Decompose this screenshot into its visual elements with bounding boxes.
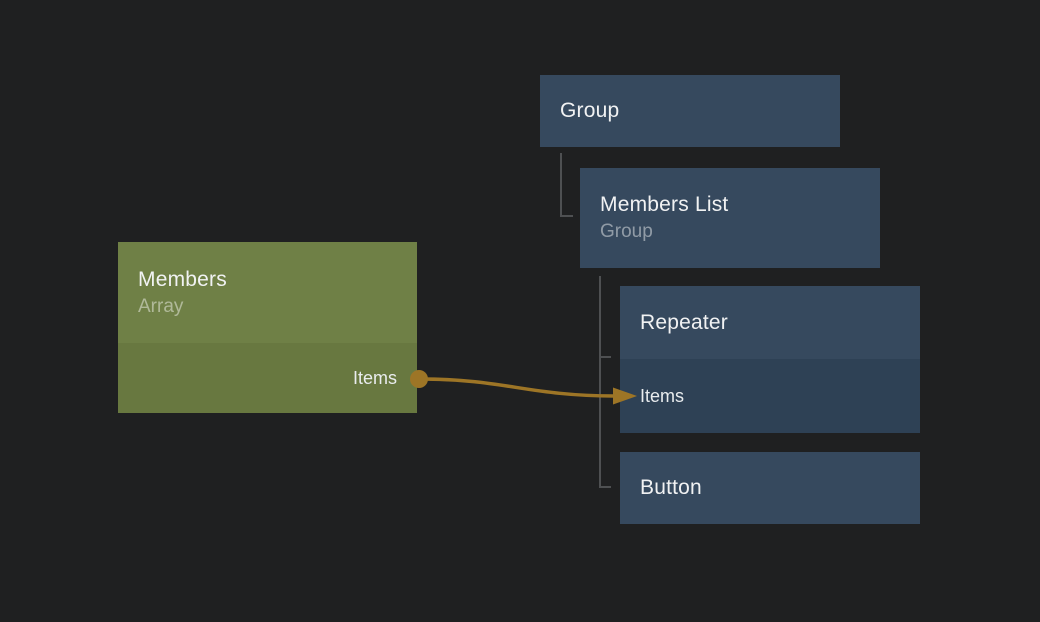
connection-wire[interactable] — [420, 377, 615, 398]
node-members[interactable]: Members Array Items — [118, 242, 417, 413]
node-button-title: Button — [640, 476, 702, 499]
node-members-title: Members — [138, 267, 227, 291]
repeater-items-input-port[interactable]: Items — [620, 359, 920, 433]
node-group-title: Group — [560, 99, 620, 122]
node-repeater[interactable]: Repeater Items — [620, 286, 920, 433]
node-members-list[interactable]: Members List Group — [580, 168, 880, 268]
node-members-header: Members Array — [118, 242, 417, 343]
node-members-list-subtitle: Group — [600, 221, 653, 242]
node-button-header: Button — [620, 452, 920, 524]
members-items-output-label: Items — [352, 367, 397, 388]
node-repeater-header: Repeater — [620, 286, 920, 359]
members-items-output-port[interactable]: Items — [118, 343, 417, 413]
node-members-list-title: Members List — [600, 193, 729, 216]
node-repeater-title: Repeater — [640, 310, 728, 334]
node-group-header: Group — [540, 75, 840, 147]
node-members-subtitle: Array — [138, 295, 184, 317]
tree-connector-members-list-children — [599, 276, 611, 488]
node-button[interactable]: Button — [620, 452, 920, 524]
repeater-items-input-label: Items — [640, 385, 685, 406]
node-members-list-header: Members List Group — [580, 168, 880, 268]
tree-connector-group-child — [560, 153, 573, 217]
node-group[interactable]: Group — [540, 75, 840, 147]
